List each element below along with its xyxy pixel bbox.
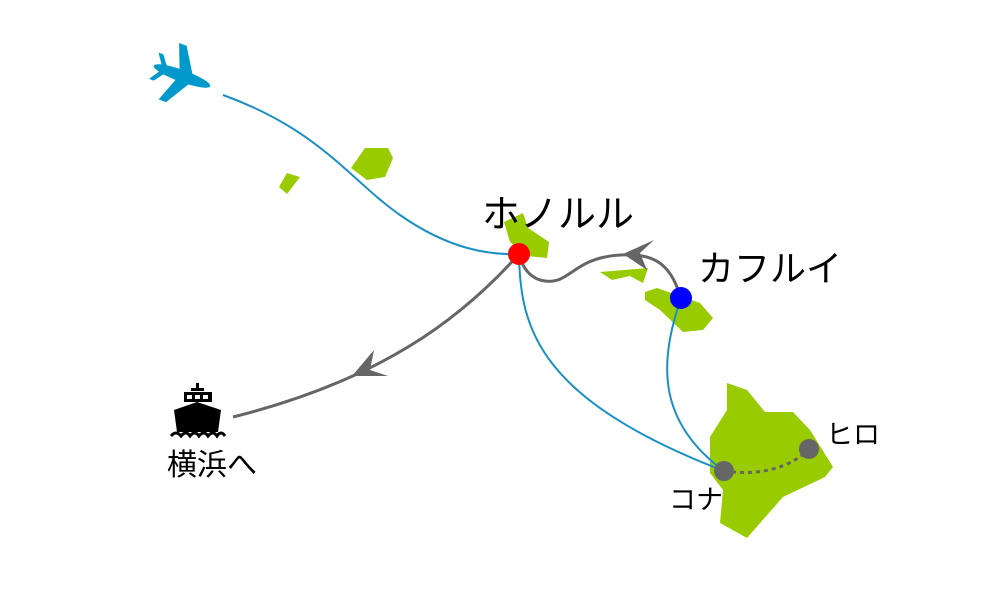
marker-kahului[interactable] [670, 287, 692, 309]
air-route-kahului-kona [666, 297, 725, 472]
marker-hilo[interactable] [799, 439, 819, 459]
label-honolulu: ホノルル [482, 192, 635, 236]
label-kahului: カフルイ [698, 249, 843, 290]
ship-icon [169, 383, 227, 439]
marker-honolulu[interactable] [508, 243, 530, 265]
air-route-honolulu-kona [518, 253, 725, 472]
island-kauai [351, 148, 393, 180]
sea-route-honolulu-yokohama [232, 253, 521, 419]
airplane-icon [149, 43, 211, 103]
label-hilo: ヒロ [826, 420, 880, 451]
island-niihau [279, 173, 300, 194]
island-oahu [504, 213, 549, 258]
island-hawaii [710, 383, 833, 538]
marker-kona[interactable] [714, 461, 734, 481]
arrowhead-yokohama [352, 350, 388, 376]
island-molokai [600, 268, 648, 283]
island-maui [645, 288, 713, 332]
arrowhead-honolulu [623, 240, 654, 270]
label-yokohama: 横浜へ [167, 448, 257, 483]
air-route-japan-honolulu [222, 94, 520, 256]
label-kona: コナ [669, 485, 723, 516]
sea-route-kahului-honolulu [517, 253, 683, 299]
